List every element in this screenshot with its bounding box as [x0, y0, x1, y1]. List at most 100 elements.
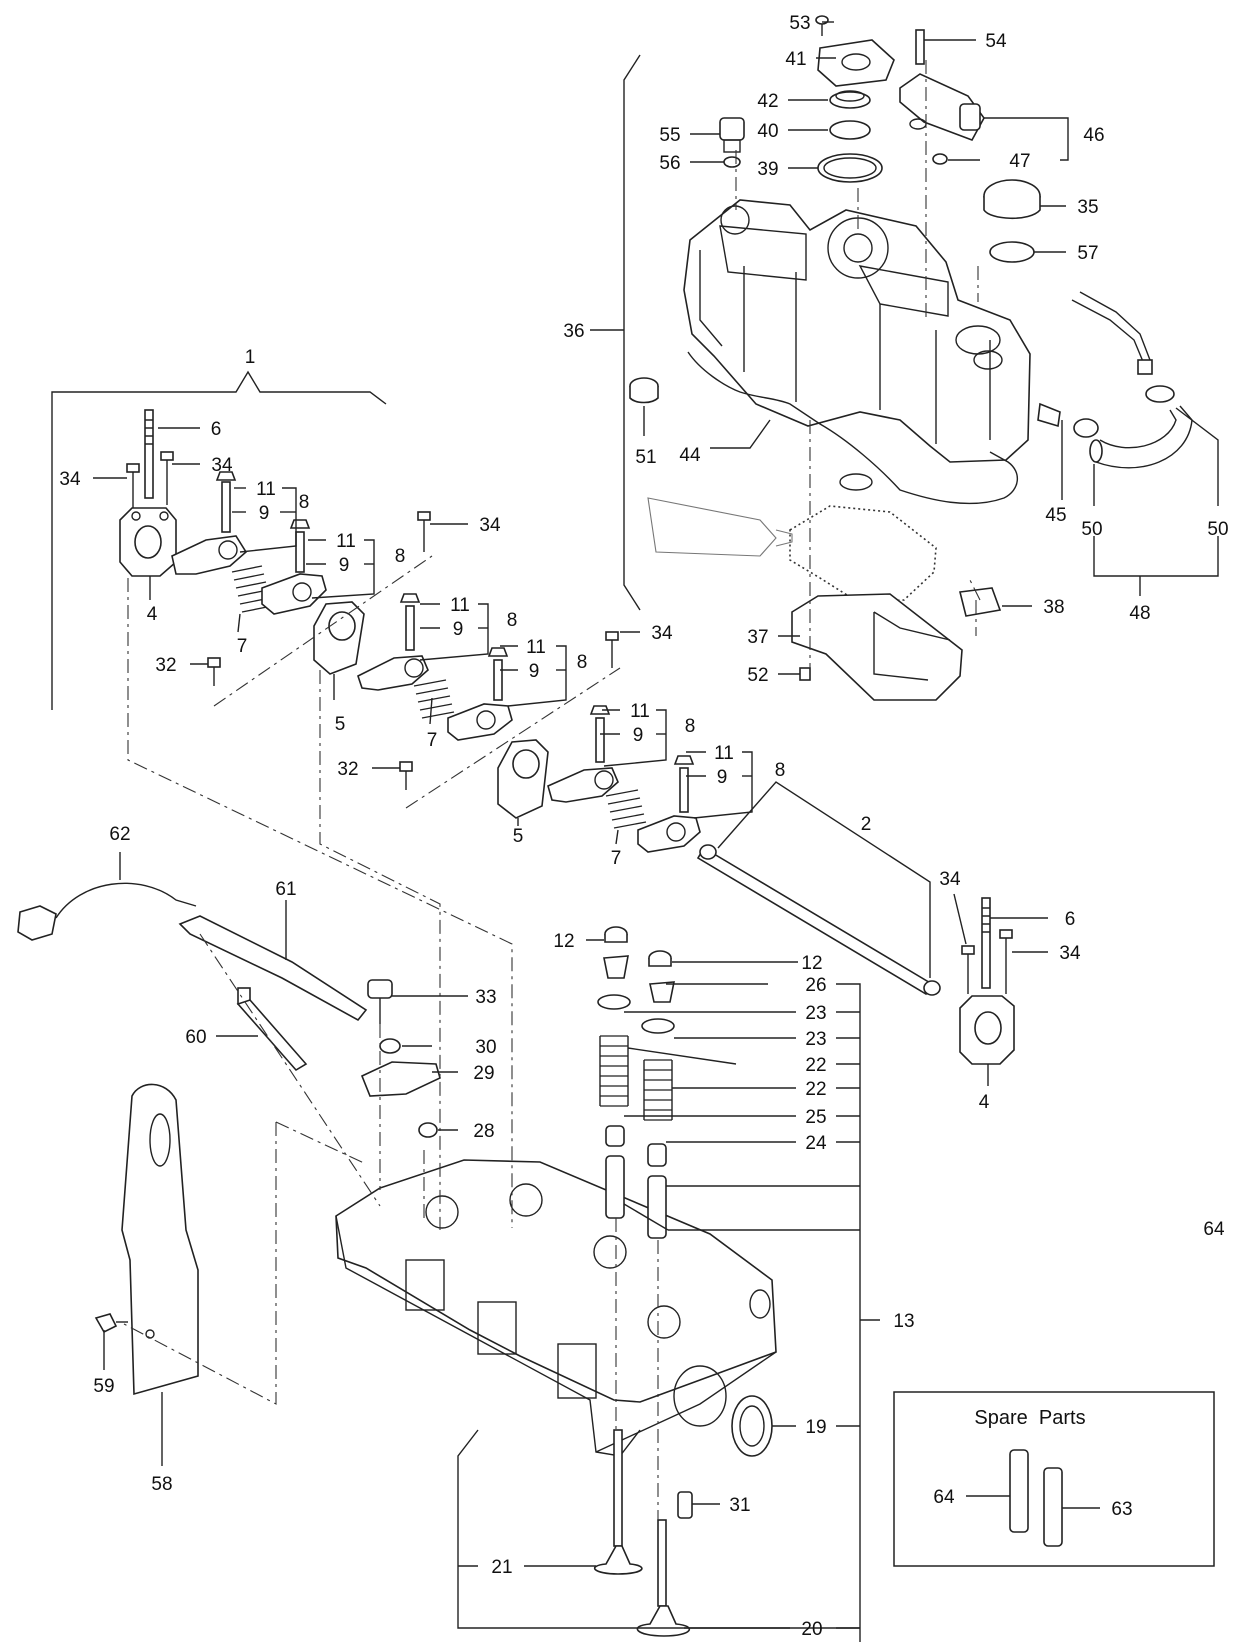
callout-32: 32 — [155, 655, 176, 676]
seal-24 — [647, 1143, 667, 1167]
rocker-arm-1 — [171, 471, 248, 575]
callout-13: 13 — [893, 1311, 914, 1332]
callout-4: 4 — [147, 604, 158, 625]
lifting-bracket-58 — [121, 1083, 199, 1396]
callout-50: 50 — [1207, 519, 1228, 540]
callout-35: 35 — [1077, 197, 1098, 218]
callout-9: 9 — [633, 725, 644, 746]
callout-19: 19 — [805, 1417, 826, 1438]
screw-53 — [815, 15, 829, 36]
cap-12-b — [648, 950, 672, 967]
busbar-61 — [178, 915, 368, 1022]
callout-56: 56 — [659, 153, 680, 174]
callout-23: 23 — [805, 1003, 826, 1024]
callout-34: 34 — [939, 869, 961, 890]
callout-8: 8 — [685, 716, 696, 737]
callout-25: 25 — [805, 1107, 826, 1128]
cylinder-head — [335, 1159, 777, 1457]
rocker-support-right — [959, 995, 1015, 1065]
callout-30: 30 — [475, 1037, 496, 1058]
callout-41: 41 — [785, 49, 806, 70]
cover-gasket — [687, 351, 1018, 505]
oring-57 — [989, 241, 1035, 263]
callout-36: 36 — [563, 321, 584, 342]
stud-6-left — [144, 409, 154, 499]
filler-cap-35 — [983, 179, 1041, 220]
callout-23: 23 — [805, 1029, 826, 1050]
callout-5: 5 — [513, 826, 524, 847]
bolt-34-mid-b — [605, 631, 619, 668]
callout-53: 53 — [789, 13, 810, 34]
spare-parts-title: Spare Parts — [974, 1407, 1085, 1429]
bolt-59 — [94, 1313, 128, 1334]
callout-22: 22 — [805, 1079, 826, 1100]
sensor-46 — [899, 73, 985, 141]
callout-63: 63 — [1111, 1499, 1132, 1520]
callout-51: 51 — [635, 447, 656, 468]
callout-11: 11 — [336, 531, 356, 552]
callout-22: 22 — [805, 1055, 826, 1076]
callout-34: 34 — [59, 469, 81, 490]
callout-6: 6 — [211, 419, 222, 440]
callout-labels: 1 2 4 4 5 5 6 6 7 7 7 8 8 8 8 8 8 9 9 9 … — [59, 13, 1228, 1640]
callout-12: 12 — [801, 953, 822, 974]
guide-right — [647, 1175, 667, 1239]
callout-48: 48 — [1129, 603, 1150, 624]
callout-12: 12 — [553, 931, 574, 952]
bolt-32-b — [399, 761, 413, 790]
rocker-support-mid-a — [313, 601, 365, 675]
callout-59: 59 — [93, 1376, 114, 1397]
rocker-cover-bracket — [590, 54, 641, 611]
rocker-arm-3 — [357, 593, 429, 691]
callout-8: 8 — [395, 546, 406, 567]
valve-21 — [593, 1429, 643, 1575]
clamp-50-a — [1145, 385, 1175, 403]
callout-8: 8 — [507, 610, 518, 631]
callout-8: 8 — [775, 760, 786, 781]
rocker-assembly-bracket — [51, 370, 387, 710]
callout-62: 62 — [109, 824, 130, 845]
callout-60: 60 — [185, 1027, 206, 1048]
rocker-support-mid-b — [497, 739, 549, 819]
rocker-shaft — [696, 781, 941, 996]
callout-28: 28 — [473, 1121, 494, 1142]
callout-29: 29 — [473, 1063, 494, 1084]
callout-33: 33 — [475, 987, 496, 1008]
callout-4: 4 — [979, 1092, 990, 1113]
cap-12-a — [604, 926, 628, 943]
bolt-34-left — [126, 463, 140, 508]
callout-20: 20 — [801, 1619, 822, 1640]
diaphragm-39 — [817, 153, 883, 183]
connector-62 — [17, 882, 197, 941]
callout-46: 46 — [1083, 125, 1104, 146]
callout-55: 55 — [659, 125, 680, 146]
callout-8: 8 — [577, 652, 588, 673]
spring-7-c — [605, 789, 647, 829]
callout-11: 11 — [526, 637, 546, 658]
callout-34: 34 — [479, 515, 501, 536]
callout-9: 9 — [529, 661, 540, 682]
callout-5: 5 — [335, 714, 346, 735]
callout-11: 11 — [630, 701, 650, 722]
bolt-34-right-a — [961, 945, 975, 994]
callout-50: 50 — [1081, 519, 1102, 540]
dowel-31 — [677, 1491, 693, 1519]
assembly-centerlines — [123, 60, 981, 1520]
callout-39: 39 — [757, 159, 778, 180]
leader-lines — [93, 21, 1219, 1642]
bolt-34-right-b — [999, 929, 1013, 994]
callout-26: 26 — [805, 975, 826, 996]
seal-25 — [605, 1125, 625, 1147]
spring-22-b — [643, 1059, 673, 1121]
clamp-50-b — [1073, 418, 1099, 438]
callout-9: 9 — [717, 767, 728, 788]
callout-32: 32 — [337, 759, 358, 780]
callout-1: 1 — [245, 347, 256, 368]
washer-28 — [418, 1122, 438, 1138]
guide-left — [605, 1155, 625, 1219]
spring-7-a — [231, 565, 273, 613]
callout-54: 54 — [985, 31, 1007, 52]
washer-30 — [379, 1038, 401, 1054]
callout-2: 2 — [861, 814, 872, 835]
